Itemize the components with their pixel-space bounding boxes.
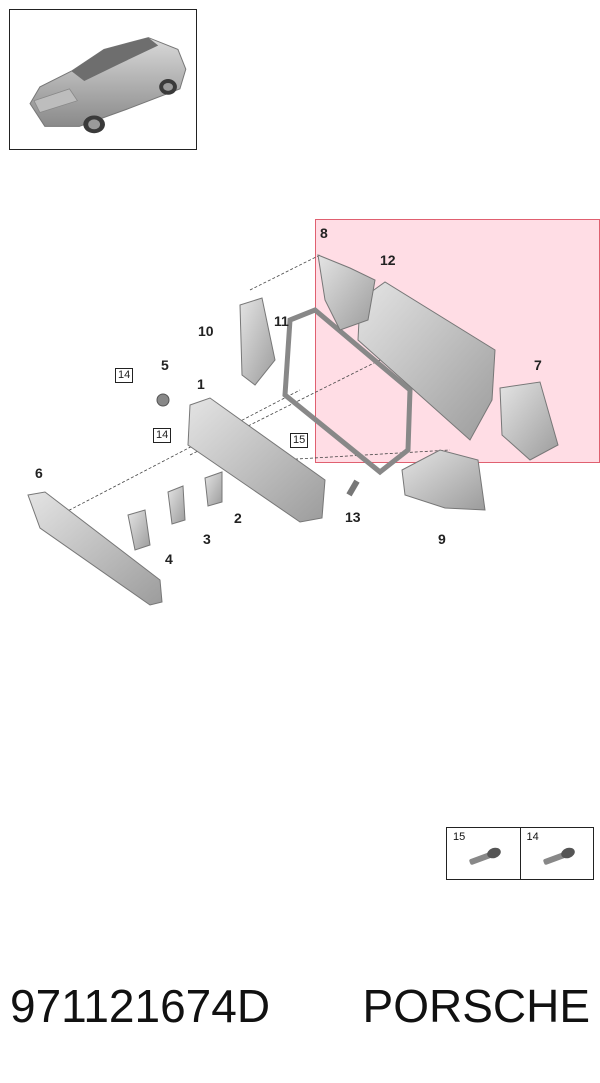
fastener-legend: 15 14 (446, 827, 594, 880)
screw-icon (542, 847, 575, 865)
screw-icon (469, 847, 501, 865)
part-8-shape (317, 254, 376, 331)
part-number: 971121674D (10, 980, 271, 1032)
part-13-shape (346, 479, 360, 497)
callout-12: 12 (380, 252, 396, 268)
part-12-shape (357, 281, 496, 441)
part-6-shape (27, 491, 163, 606)
car-icon (29, 37, 187, 134)
callout-13: 13 (345, 509, 361, 525)
legend-item-15: 15 (447, 828, 520, 879)
part-5-shape (156, 393, 170, 407)
callout-4: 4 (165, 551, 173, 567)
exploded-parts-diagram (27, 254, 559, 606)
part-2-shape (204, 471, 223, 507)
callout-7: 7 (534, 357, 542, 373)
callout-3: 3 (203, 531, 211, 547)
vehicle-thumbnail (9, 9, 197, 150)
part-11-shape (282, 307, 413, 476)
part-3-shape (167, 485, 186, 525)
callout-14-upper: 14 (115, 368, 134, 383)
callout-11: 11 (274, 313, 289, 329)
part-1-shape (187, 397, 326, 523)
callout-9: 9 (438, 531, 446, 547)
callout-14-lower: 14 (153, 428, 172, 443)
part-4-shape (127, 509, 151, 551)
callout-8: 8 (320, 225, 328, 241)
callout-15: 15 (290, 433, 309, 448)
callout-1: 1 (197, 376, 205, 392)
legend-number: 14 (526, 831, 539, 843)
part-7-shape (499, 381, 559, 461)
callout-6: 6 (35, 465, 43, 481)
callout-5: 5 (161, 357, 169, 373)
legend-item-14: 14 (519, 828, 594, 879)
legend-number: 15 (453, 831, 466, 843)
part-9-shape (401, 449, 486, 511)
brand-name: PORSCHE (362, 980, 590, 1032)
callout-2: 2 (234, 510, 242, 526)
part-10-shape (239, 297, 276, 386)
footer: 971121674D PORSCHE (10, 976, 590, 1036)
callout-10: 10 (198, 323, 214, 339)
